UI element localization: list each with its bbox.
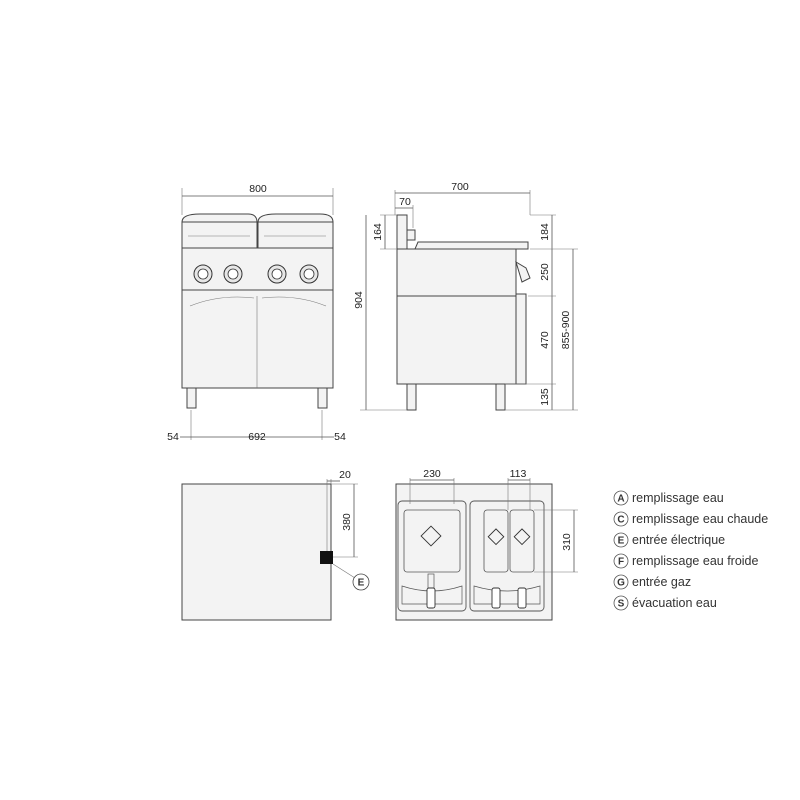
legend-item: F remplissage eau froide <box>613 553 759 569</box>
tank-front-right <box>257 221 334 249</box>
cabinet <box>181 289 334 389</box>
basket-handle <box>517 587 527 609</box>
dim-total-height: 904 <box>353 291 365 309</box>
leg <box>317 387 328 409</box>
leg <box>406 383 417 411</box>
legend-label: entrée électrique <box>632 533 725 547</box>
legend-item: G entrée gaz <box>613 574 691 590</box>
dim-top-offset: 20 <box>339 469 351 481</box>
dim-front-width: 800 <box>249 183 267 195</box>
dim-side-back-height: 164 <box>372 223 384 241</box>
side-top <box>397 241 529 250</box>
connection-marker <box>352 573 370 591</box>
connection-marker-letter: E <box>358 578 365 589</box>
dim-cabinet-height: 470 <box>539 331 551 349</box>
side-view: 700 70 164 904 184 250 470 <box>353 181 578 411</box>
front-view: 800 <box>167 183 346 443</box>
tank-left <box>397 500 467 612</box>
knob-icon <box>223 264 243 284</box>
legend-item: A remplissage eau <box>613 490 724 506</box>
legend-label: remplissage eau <box>632 491 724 505</box>
dim-panel-height: 250 <box>539 263 551 281</box>
side-door <box>515 293 527 385</box>
knob-icon <box>193 264 213 284</box>
dim-foot-height: 135 <box>539 388 551 406</box>
basket-mesh-icon <box>420 525 442 547</box>
legend-letter: S <box>618 599 625 610</box>
tank-right <box>469 500 545 612</box>
knob-icon <box>267 264 287 284</box>
top-view: 20 380 E <box>181 469 370 621</box>
legend-item: C remplissage eau chaude <box>613 511 768 527</box>
knob-icon <box>299 264 319 284</box>
legend-letter: C <box>617 515 624 526</box>
dim-side-back: 70 <box>399 196 411 208</box>
knob-icon <box>515 260 531 283</box>
dim-adjustable-height: 855-900 <box>560 311 572 350</box>
legend-label: évacuation eau <box>632 596 717 610</box>
tank-view: 230 113 310 <box>395 468 578 621</box>
legend: A remplissage eau C remplissage eau chau… <box>613 490 768 611</box>
legend-letter: F <box>618 557 624 568</box>
legend-letter: A <box>617 494 624 505</box>
dim-leg-right: 54 <box>334 431 346 443</box>
legend-label: entrée gaz <box>632 575 691 589</box>
dim-side-depth: 700 <box>451 181 469 193</box>
legend-label: remplissage eau chaude <box>632 512 768 526</box>
side-cabinet <box>396 295 517 385</box>
dim-top-height: 380 <box>341 513 353 531</box>
leg <box>495 383 506 411</box>
dim-leg-left: 54 <box>167 431 179 443</box>
legend-label: remplissage eau froide <box>632 554 759 568</box>
legend-letter: G <box>617 578 625 589</box>
basket-handle <box>426 587 436 609</box>
dim-tank-depth: 310 <box>561 533 573 551</box>
dim-side-top: 184 <box>539 223 551 241</box>
back-riser <box>396 214 408 250</box>
dim-leg-span: 692 <box>248 431 266 443</box>
dim-basket-width: 113 <box>510 468 527 480</box>
basket-mesh-icon <box>487 528 505 546</box>
legend-letter: E <box>618 536 625 547</box>
tank-front-left <box>181 221 258 249</box>
side-panel <box>396 248 517 297</box>
riser-detail <box>406 229 416 241</box>
basket-handle <box>491 587 501 609</box>
connection-block <box>320 551 333 564</box>
legend-item: S évacuation eau <box>613 595 717 611</box>
leg <box>186 387 197 409</box>
basket-mesh-icon <box>513 528 531 546</box>
legend-item: E entrée électrique <box>613 532 725 548</box>
top-outline <box>181 483 332 621</box>
dim-tank-width: 230 <box>423 468 441 480</box>
